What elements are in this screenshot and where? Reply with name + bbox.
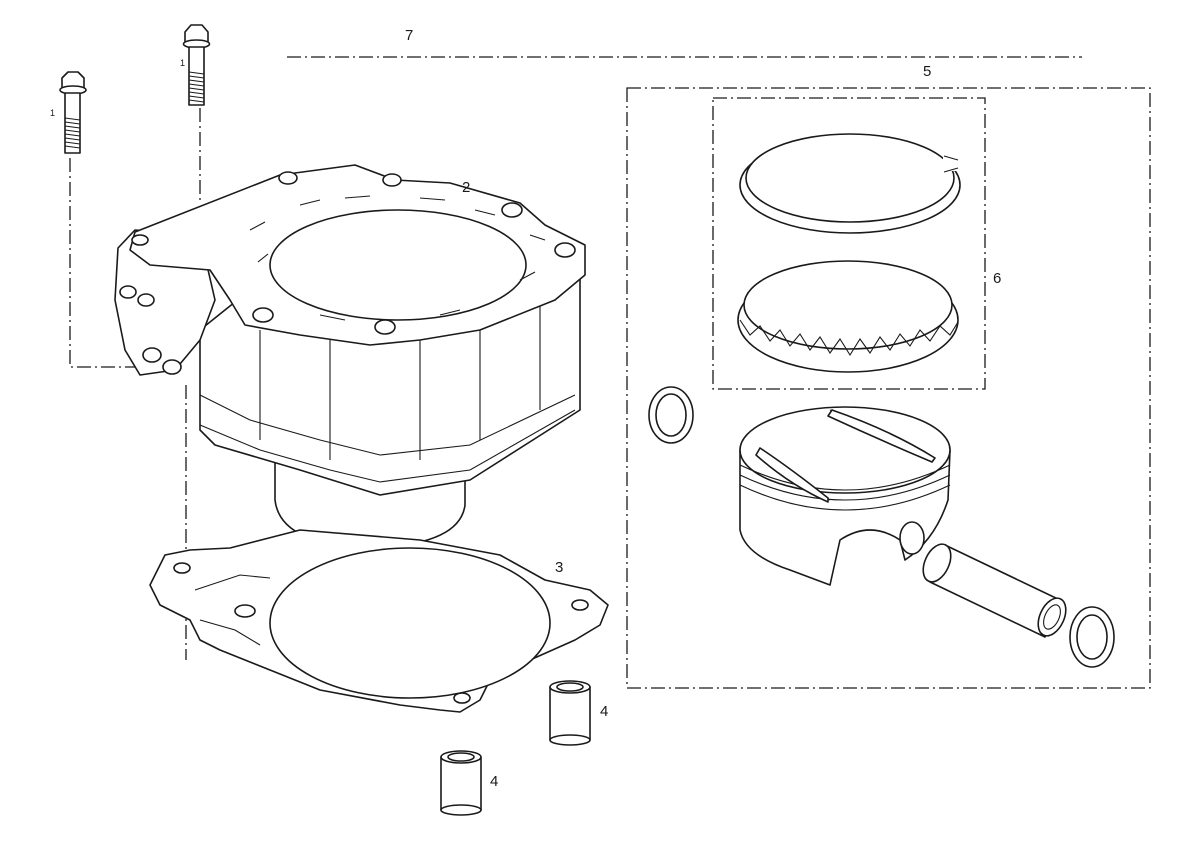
label-dowel-lower: 4 — [490, 773, 498, 790]
label-gasket: 3 — [555, 559, 563, 576]
circlip-left — [648, 386, 694, 444]
label-piston-kit: 5 — [923, 63, 931, 80]
label-cylinder: 2 — [462, 179, 470, 196]
label-gasket-kit: 7 — [405, 27, 413, 44]
label-dowel-upper: 4 — [600, 703, 608, 720]
piston-kit-boundary — [626, 87, 1151, 689]
compression-ring — [739, 133, 961, 234]
oil-ring — [737, 260, 959, 373]
piston-pin — [922, 543, 1067, 638]
circlip-right — [1069, 606, 1115, 668]
bolt-right — [182, 24, 211, 106]
dowel-lower — [440, 750, 482, 816]
bolt-left — [59, 71, 87, 154]
label-bolt-left: 1 — [50, 108, 55, 118]
label-bolt-right: 1 — [180, 58, 185, 68]
label-ring-set: 6 — [993, 270, 1001, 287]
cylinder — [114, 164, 586, 549]
piston — [739, 406, 951, 586]
base-gasket — [149, 529, 609, 713]
dowel-upper — [549, 680, 591, 746]
ring-set-boundary — [712, 97, 986, 390]
